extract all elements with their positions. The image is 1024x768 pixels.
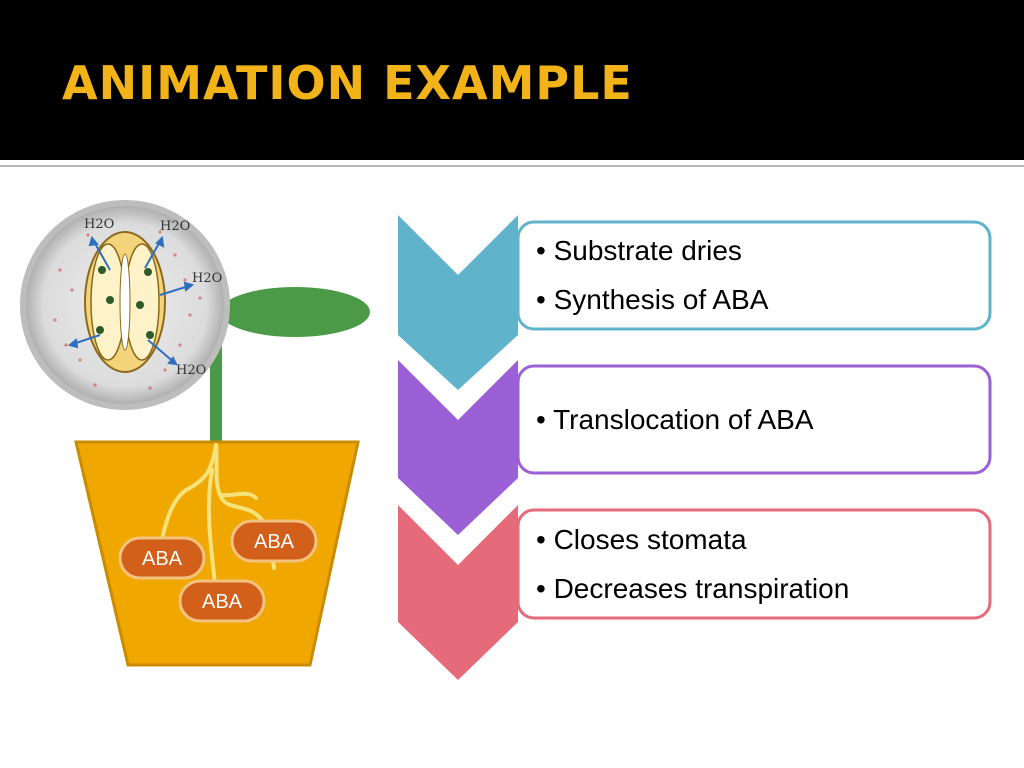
water-label: H2O — [192, 271, 222, 286]
slide-title: ANIMATION EXAMPLE — [62, 56, 633, 110]
step-2-text: • Translocation of ABA — [536, 395, 976, 444]
aba-badge: ABA — [230, 519, 318, 563]
step-1-item: • Synthesis of ABA — [536, 284, 769, 315]
step-3-item: • Decreases transpiration — [536, 573, 850, 604]
step-1-text: • Substrate dries • Synthesis of ABA — [536, 226, 976, 324]
header-divider — [0, 165, 1024, 167]
pot — [74, 440, 360, 667]
step-1-item: • Substrate dries — [536, 235, 742, 266]
water-label: H2O — [84, 217, 114, 232]
step-2-item: • Translocation of ABA — [536, 404, 814, 435]
water-label: H2O — [176, 363, 206, 378]
step-3-chevron — [398, 505, 518, 680]
step-3 — [398, 505, 992, 680]
water-label: H2O — [160, 219, 190, 234]
step-2 — [398, 360, 992, 535]
plant-leaf — [220, 287, 370, 337]
aba-badge: ABA — [118, 536, 206, 580]
step-3-text: • Closes stomata • Decreases transpirati… — [536, 515, 976, 613]
plant-pot-illustration: ABA ABA ABA — [20, 200, 370, 667]
step-1-chevron — [398, 215, 518, 390]
aba-label: ABA — [202, 591, 243, 613]
step-2-chevron — [398, 360, 518, 535]
stomata-magnifier: H2O H2O H2O H2O — [20, 200, 230, 410]
aba-badge: ABA — [178, 579, 266, 623]
step-3-item: • Closes stomata — [536, 524, 747, 555]
aba-label: ABA — [142, 548, 183, 570]
title-bar — [0, 0, 1024, 160]
step-1 — [398, 215, 992, 390]
aba-label: ABA — [254, 531, 295, 553]
